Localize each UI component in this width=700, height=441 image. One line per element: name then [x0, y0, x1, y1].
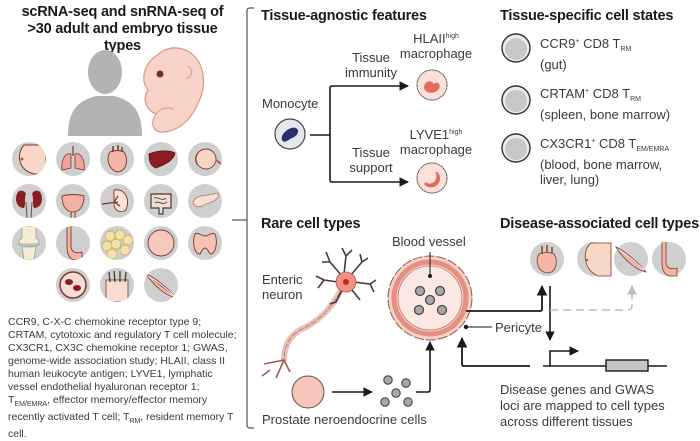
liver-icon — [144, 142, 178, 176]
path-label-line-1: Tissue — [352, 145, 390, 160]
muscle-icon — [144, 268, 178, 302]
skin-icon — [100, 268, 134, 302]
monocyte-icon — [274, 118, 306, 150]
path-label-line-1: Tissue — [352, 50, 390, 65]
oocyte-icon — [144, 226, 178, 260]
granule-to-vessel-arrow — [416, 341, 435, 393]
state-cell: CD8 T — [595, 136, 637, 151]
prostate-label: Prostate neroendocrine cells — [262, 412, 427, 427]
monocyte-label: Monocyte — [262, 96, 319, 111]
glossary-subscript-2: RM — [129, 418, 141, 425]
rare-cells-title: Rare cell types — [261, 216, 361, 232]
heart-icon — [100, 142, 134, 176]
pancreas-icon — [188, 184, 222, 218]
neuron-label-line-2: neuron — [262, 287, 303, 302]
gene-to-pericyte-arrow — [456, 336, 530, 367]
knee-joint-icon — [12, 226, 46, 260]
main-title: scRNA-seq and snRNA-seq of >30 adult and… — [21, 4, 224, 54]
tissue-agnostic-title: Tissue-agnostic features — [261, 8, 427, 24]
macrophage-type: macrophage — [399, 142, 473, 157]
immunity-arrow — [329, 81, 409, 135]
embryo-icon — [143, 47, 205, 133]
disease-muscle-icon — [614, 242, 648, 276]
macrophage-marker: HLAII — [413, 31, 446, 46]
neuron-label-line-1: Enteric — [262, 272, 303, 287]
enteric-neuron-icon — [261, 247, 377, 379]
lung-icon — [56, 142, 90, 176]
macrophage-sup: high — [445, 33, 459, 40]
section-bracket — [246, 7, 254, 429]
neuroendocrine-granules-icon — [380, 375, 413, 407]
eye-icon — [188, 142, 222, 176]
state-tissues: (gut) — [540, 57, 567, 72]
esophagus-icon — [56, 226, 90, 260]
lyve1-macrophage-label: LYVE1high macrophage — [396, 125, 476, 157]
spleen-icon — [100, 184, 134, 218]
state-tissues-line-1: (blood, bone marrow, — [540, 157, 663, 172]
hlaii-macrophage-icon — [416, 69, 448, 101]
intestine-icon — [144, 184, 178, 218]
state-cell: CD8 T — [589, 86, 631, 101]
vessel-to-heart-arrow — [466, 284, 548, 312]
caption-line-1: Disease genes and GWAS — [500, 382, 655, 397]
adult-silhouette-icon — [68, 50, 142, 136]
state-cell: CD8 T — [579, 36, 621, 51]
pericyte-label: Pericyte — [495, 320, 542, 335]
macrophage-marker: LYVE1 — [409, 127, 450, 142]
state-marker: CCR9 — [540, 36, 576, 51]
cell-state-crtam: CRTAM+ CD8 TRM (spleen, bone marrow) — [540, 84, 670, 122]
state-sup: + — [591, 138, 596, 145]
disease-title: Disease-associated cell types — [500, 216, 699, 232]
bladder-icon — [56, 184, 90, 218]
tcell-icon-3 — [501, 133, 531, 163]
path-label-line-2: immunity — [344, 65, 397, 80]
macrophage-sup: high — [449, 129, 463, 136]
human-embryo-illustration — [68, 47, 205, 136]
caption-line-3: across different tissues — [500, 414, 633, 429]
disease-breast-icon — [577, 242, 612, 277]
state-sup: + — [575, 38, 580, 45]
cell-state-cx3cr1: CX3CR1+ CD8 TEM/EMRA (blood, bone marrow,… — [540, 134, 669, 187]
thyroid-icon — [188, 226, 222, 260]
cell-state-ccr9: CCR9+ CD8 TRM (gut) — [540, 34, 631, 72]
state-sub: RM — [630, 96, 641, 103]
macrophage-type: macrophage — [399, 46, 473, 61]
glossary-subscript-1: EM/EMRA — [14, 401, 48, 408]
state-sub: RM — [620, 46, 632, 53]
state-sub: EM/EMRA — [636, 146, 669, 153]
glossary-part-1: CCR9, C-X-C chemokine receptor type 9; C… — [8, 316, 237, 406]
hlaii-macrophage-label: HLAIIhigh macrophage — [396, 29, 476, 61]
state-marker: CX3CR1 — [540, 136, 592, 151]
blood-vessel-label: Blood vessel — [392, 234, 466, 249]
tcell-icon-1 — [501, 33, 531, 63]
adipose-icon — [100, 226, 134, 260]
prostate-cell-icon — [291, 375, 325, 409]
breast-icon — [12, 142, 46, 176]
glossary-text: CCR9, C-X-C chemokine receptor type 9; C… — [8, 316, 238, 441]
kidney-icon — [12, 184, 46, 218]
state-tissues-line-2: liver, lung) — [540, 172, 600, 187]
organ-grid — [6, 140, 231, 305]
caption-line-2: loci are mapped to cell types — [500, 398, 665, 413]
tissue-specific-title: Tissue-specific cell states — [500, 8, 674, 24]
state-tissues: (spleen, bone marrow) — [540, 107, 671, 122]
tcell-icon-2 — [501, 85, 531, 115]
disease-heart-icon — [530, 242, 564, 276]
dashed-arrow — [550, 285, 637, 311]
glossary-part-2: , effector memory/effector memory recent… — [8, 394, 208, 423]
support-arrow — [329, 135, 409, 187]
state-marker: CRTAM — [540, 86, 586, 101]
gene-locus-icon — [543, 346, 667, 372]
state-sup: + — [585, 88, 590, 95]
lyve1-macrophage-icon — [416, 162, 448, 194]
blood-vessel-icon — [387, 252, 473, 341]
disease-esophagus-icon — [652, 242, 686, 277]
path-label-line-2: support — [349, 160, 393, 175]
blood-icon — [56, 268, 90, 302]
